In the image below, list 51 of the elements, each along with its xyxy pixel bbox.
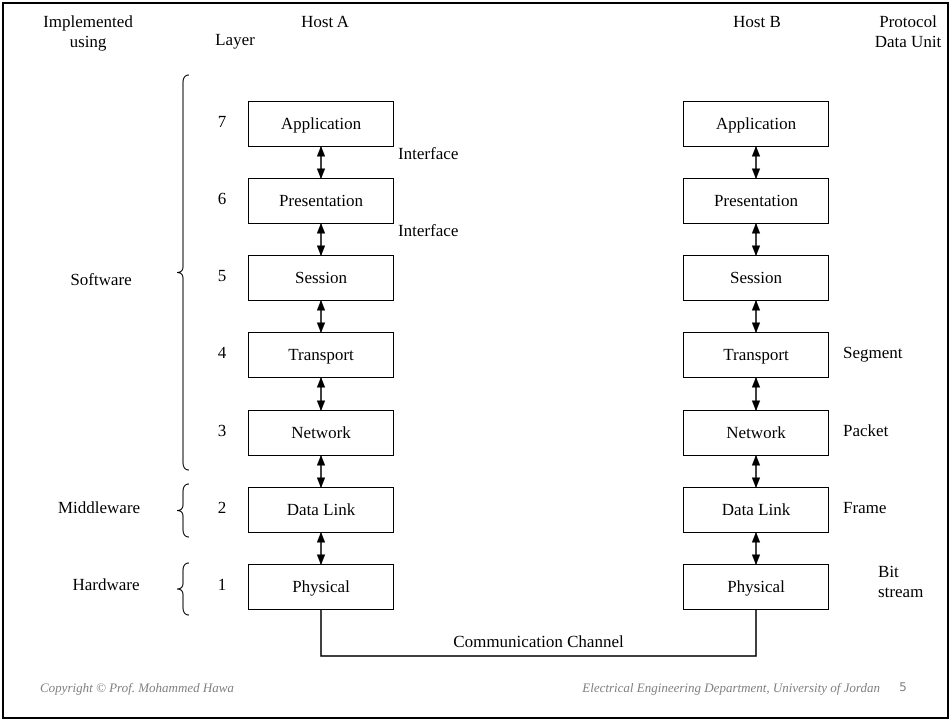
pdu-label: Bit stream xyxy=(878,562,924,602)
pdu-label: Segment xyxy=(843,343,904,363)
arrow xyxy=(316,532,326,566)
category-label: Middleware xyxy=(56,498,142,518)
layer-box: Presentation xyxy=(248,178,394,224)
column-heading: Host B xyxy=(732,12,782,32)
column-heading: Host A xyxy=(300,12,350,32)
layer-number: 4 xyxy=(216,343,228,363)
category-label: Hardware xyxy=(71,575,140,595)
layer-box: Network xyxy=(683,410,829,456)
arrow xyxy=(752,146,760,180)
arrow xyxy=(316,454,326,488)
layer-box: Transport xyxy=(248,332,394,378)
arrow xyxy=(316,146,326,180)
column-heading: Implemented using xyxy=(42,12,134,52)
copyright-note: Copyright © Prof. Mohammed Hawa xyxy=(40,681,235,696)
layer-number: 3 xyxy=(216,421,228,441)
arrow xyxy=(752,532,760,566)
page-number: 5 xyxy=(898,681,908,695)
arrow xyxy=(316,376,326,412)
arrow xyxy=(752,300,760,334)
layer-box: Session xyxy=(248,255,394,301)
layer-number: 6 xyxy=(216,189,228,209)
column-heading: Protocol Data Unit xyxy=(874,12,942,52)
arrow xyxy=(752,222,760,256)
layer-number: 1 xyxy=(216,575,228,595)
layer-box: Data Link xyxy=(248,487,394,533)
interface-label: Interface xyxy=(398,221,460,241)
pdu-label: Packet xyxy=(843,421,890,441)
arrow xyxy=(316,300,326,334)
layer-number: 2 xyxy=(216,498,228,518)
layer-box: Data Link xyxy=(683,487,829,533)
arrow xyxy=(752,376,760,412)
layer-box: Presentation xyxy=(683,178,829,224)
footer-note: Electrical Engineering Department, University of Jordan xyxy=(581,681,880,696)
category-label: Software xyxy=(69,270,133,290)
layer-box: Network xyxy=(248,410,394,456)
layer-number: 7 xyxy=(216,112,228,132)
connector-line xyxy=(320,610,757,657)
layer-box: Transport xyxy=(683,332,829,378)
layer-box: Application xyxy=(683,101,829,147)
layer-box: Application xyxy=(248,101,394,147)
interface-label: Interface xyxy=(398,144,460,164)
column-heading: Layer xyxy=(214,30,256,50)
arrow xyxy=(752,454,760,488)
layer-box: Physical xyxy=(248,564,394,610)
layer-box: Session xyxy=(683,255,829,301)
layer-number: 5 xyxy=(216,266,228,286)
layer-box: Physical xyxy=(683,564,829,610)
pdu-label: Frame xyxy=(843,498,888,518)
arrow xyxy=(316,222,326,256)
